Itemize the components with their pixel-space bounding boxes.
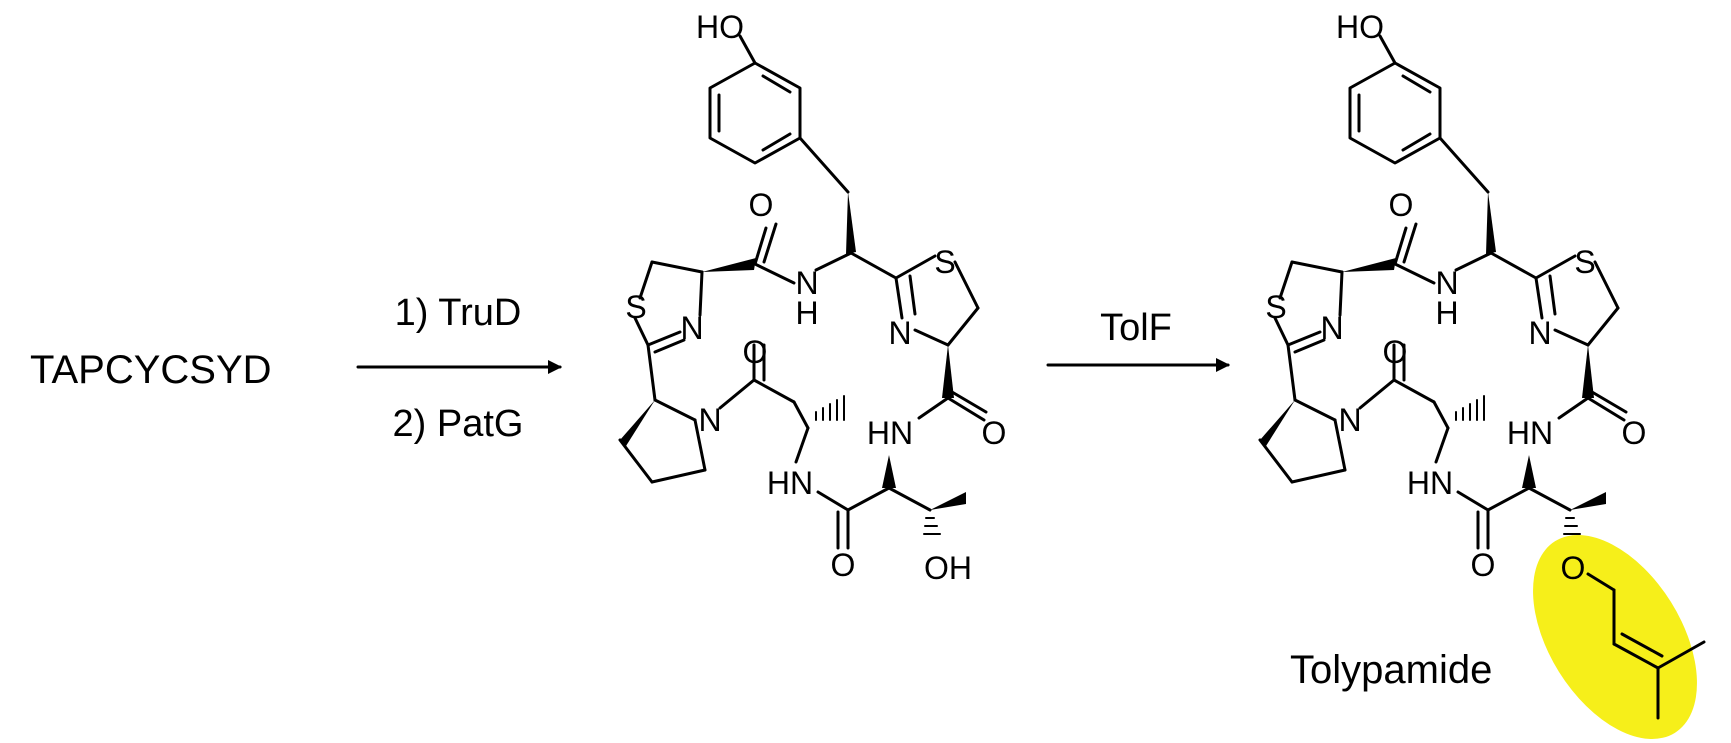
product-name: Tolypamide [1290,648,1492,692]
sulfur-right-label: S [1574,244,1595,280]
hydroxyl-label: HO [1336,9,1384,45]
reagent-tolf: TolF [1100,307,1172,349]
carbonyl-oxygen-label: O [1383,334,1408,370]
substrate-label: TAPCYCSYD [30,348,272,392]
reagent-patg: 2) PatG [393,403,524,445]
carbonyl-oxygen-label: O [982,415,1007,451]
nitrogen-proline-label: N [1338,402,1361,438]
ether-oxygen-label: O [1561,550,1586,586]
nitrogen-right-label: N [1528,315,1551,351]
intermediate-macrocycle: HO O S N N H S N O N HN O HN O OH [618,9,1007,586]
prenyl-group: O [1561,517,1706,720]
carbonyl-oxygen-label: O [1622,415,1647,451]
amide-hn-label: HN [767,465,813,501]
carbonyl-oxygen-label: O [1389,187,1414,223]
nitrogen-right-label: N [888,315,911,351]
nitrogen-amide-label: N [795,265,818,301]
hashed-bond [923,517,941,535]
carbonyl-oxygen-label: O [743,334,768,370]
nitrogen-amide-label: N [1435,265,1458,301]
sulfur-left-label: S [1265,289,1286,325]
amide-nh-label: HN [867,415,913,451]
hydrogen-amide-label: H [1435,295,1458,331]
product-macrocycle: HO O S N N H S N O N HN O HN O [1258,9,1647,583]
sulfur-left-label: S [625,289,646,325]
hydroxyl-label: HO [696,9,744,45]
nitrogen-left-label: N [1320,310,1343,346]
reagent-trud: 1) TruD [395,292,522,334]
nitrogen-left-label: N [680,310,703,346]
sulfur-right-label: S [934,244,955,280]
carbonyl-oxygen-label: O [1471,547,1496,583]
hydrogen-amide-label: H [795,295,818,331]
carbonyl-oxygen-label: O [831,547,856,583]
hydroxyl-oh-label: OH [924,550,972,586]
carbonyl-oxygen-label: O [749,187,774,223]
nitrogen-proline-label: N [698,402,721,438]
amide-hn-label: HN [1407,465,1453,501]
amide-nh-label: HN [1507,415,1553,451]
